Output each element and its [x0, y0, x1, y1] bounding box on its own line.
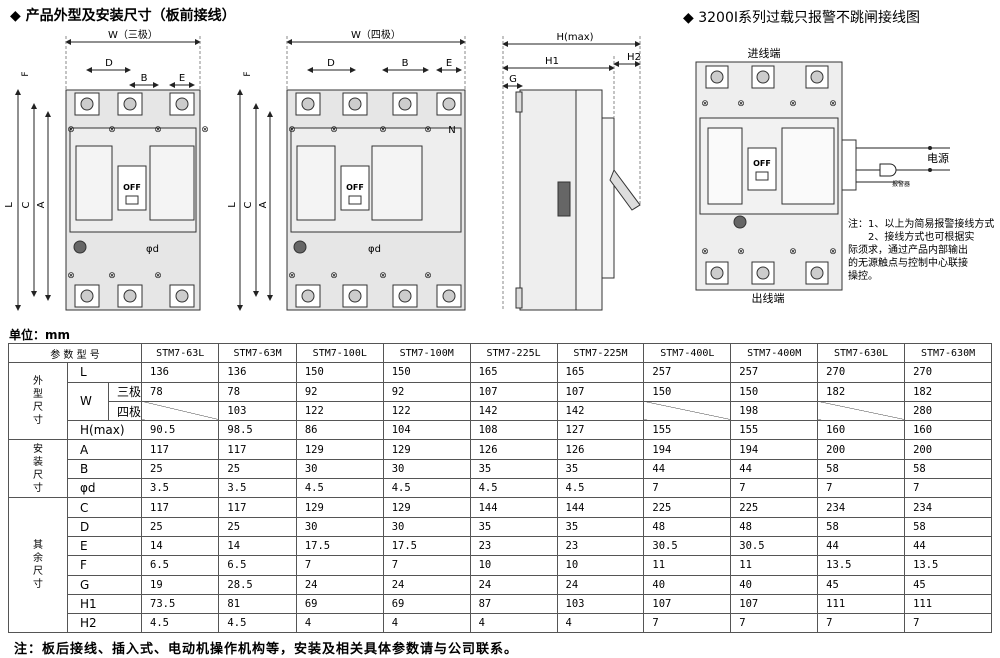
- w-four-label: W（四极）: [351, 28, 401, 41]
- svg-text:H2: H2: [627, 52, 641, 63]
- svg-text:⊗: ⊗: [154, 125, 162, 135]
- svg-text:⊗: ⊗: [330, 125, 338, 135]
- svg-text:L: L: [227, 202, 238, 208]
- side-view: H(max) H1 H2 G: [502, 32, 641, 311]
- power-label: 电源: [927, 151, 949, 165]
- off-label: OFF: [123, 183, 141, 192]
- empty-cell: [643, 400, 732, 422]
- svg-text:G: G: [509, 74, 517, 85]
- out-terminal-label: 出线端: [752, 291, 785, 305]
- svg-text:H(max): H(max): [556, 32, 593, 43]
- svg-text:C: C: [243, 201, 254, 208]
- svg-text:L: L: [4, 202, 15, 208]
- svg-text:⊗: ⊗: [67, 125, 75, 135]
- svg-text:⊗: ⊗: [201, 125, 209, 135]
- svg-text:φd: φd: [368, 244, 381, 255]
- svg-text:B: B: [402, 58, 409, 69]
- svg-text:⊗: ⊗: [108, 125, 116, 135]
- svg-text:⊗: ⊗: [789, 99, 797, 109]
- svg-text:⊗: ⊗: [67, 271, 75, 281]
- svg-text:⊗: ⊗: [379, 125, 387, 135]
- svg-text:B: B: [141, 73, 148, 84]
- svg-text:F: F: [21, 71, 31, 76]
- svg-text:⊗: ⊗: [288, 125, 296, 135]
- svg-text:⊗: ⊗: [154, 271, 162, 281]
- svg-text:⊗: ⊗: [424, 125, 432, 135]
- svg-text:D: D: [105, 58, 113, 69]
- three-pole-front-view: OFF ⊗ ⊗ ⊗ ⊗ ⊗ ⊗ ⊗ W（三极） D B E F L C A φd: [4, 28, 209, 311]
- svg-text:⊗: ⊗: [108, 271, 116, 281]
- bullet-icon: ◆: [683, 10, 694, 26]
- svg-text:E: E: [446, 58, 452, 69]
- group-outer: 外型尺寸: [33, 376, 43, 427]
- svg-text:⊗: ⊗: [737, 247, 745, 257]
- dimension-drawings: OFF ⊗ ⊗ ⊗ ⊗ ⊗ ⊗ ⊗ W（三极） D B E F L C A φd: [4, 28, 950, 311]
- group-install: 安装尺寸: [33, 443, 43, 494]
- svg-text:φd: φd: [146, 244, 159, 255]
- svg-text:OFF: OFF: [346, 183, 364, 192]
- param-header: 参 数 型 号: [7, 342, 143, 364]
- wiring-diagram: 进线端 OFF ⊗ ⊗ ⊗ ⊗ ⊗ ⊗ ⊗ ⊗ 电源 报警器 出线端: [695, 46, 950, 305]
- neutral-label: N: [448, 125, 455, 136]
- svg-text:⊗: ⊗: [701, 99, 709, 109]
- svg-text:E: E: [179, 73, 185, 84]
- w-three-label: W（三极）: [108, 28, 158, 41]
- empty-cell: [817, 400, 906, 422]
- footer-note: 注：板后接线、插入式、电动机操作机构等，安装及相关具体参数请与公司联系。: [14, 642, 519, 657]
- bullet-icon: ◆: [10, 8, 21, 24]
- svg-text:A: A: [36, 201, 47, 208]
- in-terminal-label: 进线端: [748, 46, 781, 60]
- svg-text:⊗: ⊗: [330, 271, 338, 281]
- right-title: ◆ 3200I系列过载只报警不跳闸接线图: [683, 10, 920, 26]
- group-other: 其余尺寸: [33, 540, 43, 591]
- svg-text:⊗: ⊗: [288, 271, 296, 281]
- svg-text:⊗: ⊗: [379, 271, 387, 281]
- svg-text:F: F: [243, 71, 253, 76]
- svg-text:H1: H1: [545, 56, 559, 67]
- svg-text:A: A: [258, 201, 269, 208]
- empty-cell: [141, 400, 220, 422]
- four-pole-front-view: OFF ⊗ ⊗ ⊗ ⊗ ⊗ ⊗ ⊗ ⊗ N W（四极） D B E F L C A: [227, 28, 466, 311]
- svg-text:OFF: OFF: [753, 159, 771, 168]
- svg-text:⊗: ⊗: [789, 247, 797, 257]
- svg-text:⊗: ⊗: [424, 271, 432, 281]
- left-title: ◆ 产品外型及安装尺寸（板前接线）: [10, 8, 236, 24]
- wiring-note: 注：1、以上为简易报警接线方式 2、接线方式也可根据实 际须求，通过产品内部输出…: [848, 219, 995, 282]
- alarm-label: 报警器: [892, 180, 910, 188]
- svg-text:D: D: [327, 58, 335, 69]
- unit-label: 单位：mm: [9, 328, 71, 342]
- svg-text:⊗: ⊗: [829, 99, 837, 109]
- svg-text:C: C: [21, 201, 32, 208]
- svg-text:⊗: ⊗: [829, 247, 837, 257]
- svg-text:⊗: ⊗: [737, 99, 745, 109]
- svg-text:⊗: ⊗: [701, 247, 709, 257]
